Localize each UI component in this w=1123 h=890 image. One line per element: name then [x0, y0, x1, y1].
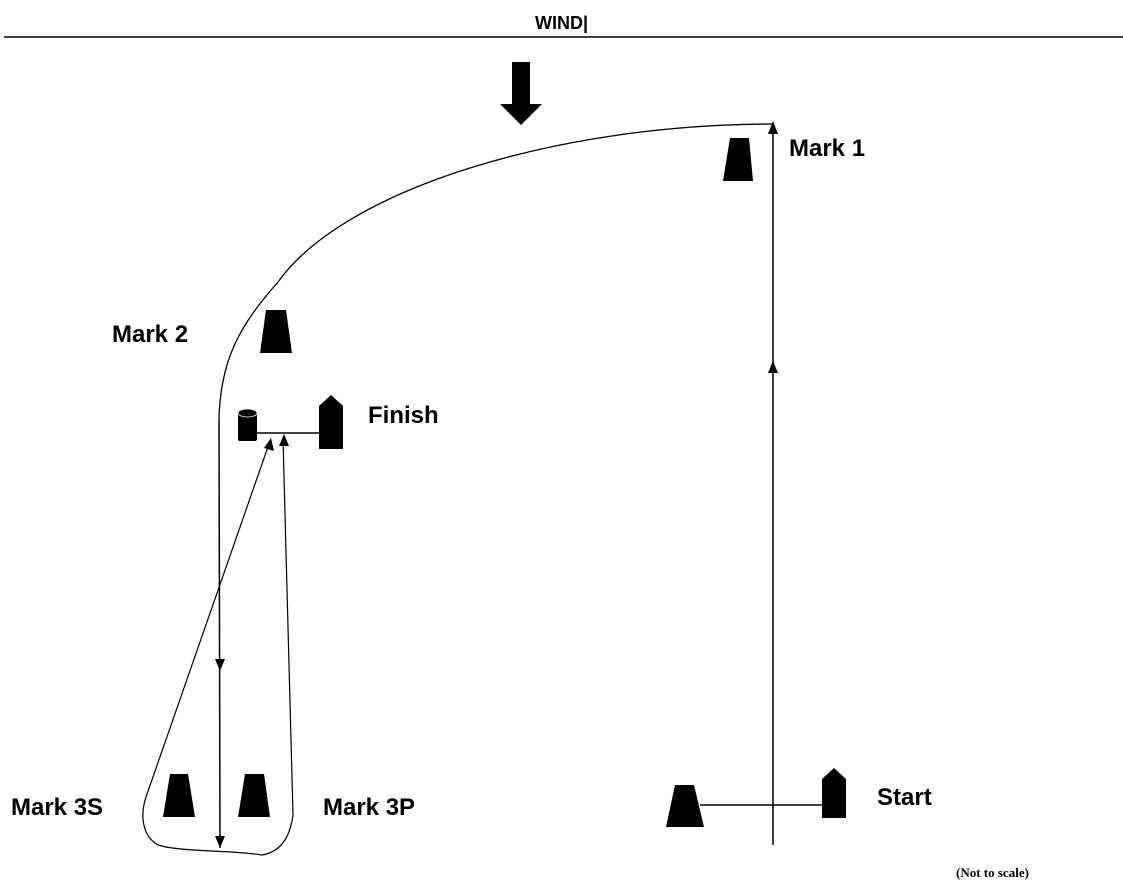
course-arrow-icon: [264, 438, 274, 451]
conical-buoy-icon: [238, 774, 270, 817]
course-arrow-icon: [215, 836, 225, 848]
leg-mark2-to-mark3: [218, 419, 221, 849]
conical-buoy-icon: [723, 138, 753, 181]
committee-boat-icon: [822, 768, 846, 818]
wind-arrow-icon: [500, 62, 542, 125]
wind-title: WIND|: [535, 13, 589, 33]
conical-buoy-icon: [666, 785, 704, 827]
course-arrow-icon: [768, 121, 778, 134]
not-to-scale-note: (Not to scale): [956, 865, 1029, 880]
mark-1-label: Mark 1: [789, 135, 866, 162]
mark-2-label: Mark 2: [112, 321, 189, 348]
leg-mark1-to-mark2: [218, 123, 774, 421]
conical-buoy-icon: [163, 774, 195, 817]
mark-3s-label: Mark 3S: [11, 794, 104, 821]
start-label: Start: [877, 784, 932, 811]
course-arrow-icon: [279, 434, 289, 446]
cylinder-buoy-icon: [237, 408, 258, 441]
finish-label: Finish: [368, 402, 439, 429]
conical-buoy-icon: [260, 310, 292, 353]
leg-mark3-loop: [142, 438, 294, 856]
committee-boat-icon: [319, 395, 343, 449]
mark-3p-label: Mark 3P: [323, 794, 416, 821]
course-arrow-icon: [215, 659, 225, 671]
course-arrow-icon: [768, 361, 778, 373]
